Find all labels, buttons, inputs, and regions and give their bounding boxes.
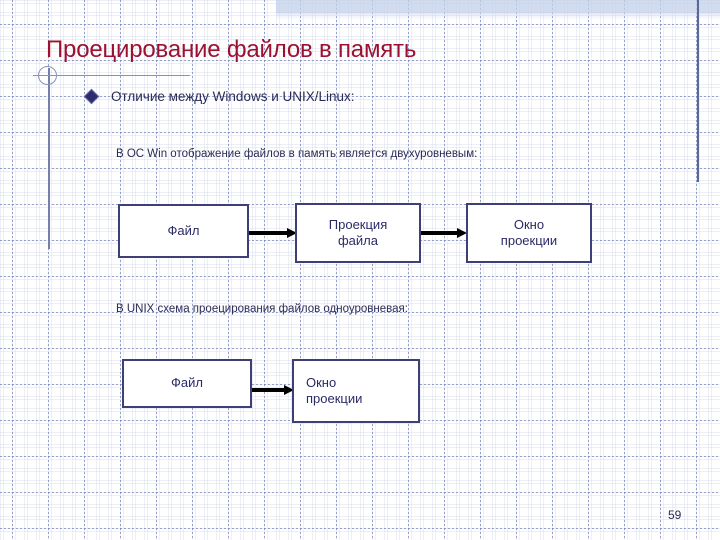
diagram2-box-projection-window: Окно проекции — [292, 359, 420, 423]
arrow-right-icon — [421, 228, 467, 238]
arrow-right-icon — [252, 385, 294, 395]
page-title: Проецирование файлов в память — [46, 36, 417, 63]
label-line-2: проекции — [500, 233, 558, 248]
section-heading-unix: В UNIX схема проецирования файлов одноур… — [116, 303, 408, 315]
grid-major-vline — [372, 0, 373, 540]
diagram1-box-file-label: Файл — [167, 222, 200, 238]
grid-major-vline — [228, 0, 229, 540]
grid-major-hline — [0, 492, 720, 493]
label-line-1: Окно — [513, 216, 545, 232]
right-accent-vline — [697, 0, 699, 182]
grid-major-vline — [192, 0, 193, 540]
diagram2-box-projection-window-label: Окно проекции — [306, 375, 362, 408]
diagram1-box-file: Файл — [118, 204, 249, 258]
grid-major-vline — [408, 0, 409, 540]
left-accent-vline — [48, 68, 50, 249]
grid-major-vline — [12, 0, 13, 540]
grid-major-vline — [48, 0, 49, 540]
diagram1-box-projection-window-label: Окно проекции — [501, 217, 557, 250]
label-line-2: файла — [337, 233, 378, 248]
grid-major-hline — [0, 132, 720, 133]
grid-major-vline — [552, 0, 553, 540]
diamond-bullet-icon — [83, 88, 100, 105]
grid-major-vline — [588, 0, 589, 540]
grid-major-hline — [0, 168, 720, 169]
header-accent-band-fade — [276, 12, 720, 20]
page-number: 59 — [668, 508, 682, 522]
grid-major-vline — [696, 0, 697, 540]
grid-major-vline — [660, 0, 661, 540]
label-line-2: проекции — [306, 391, 363, 406]
section-heading-windows: В ОС Win отображение файлов в память явл… — [116, 148, 478, 160]
grid-major-vline — [300, 0, 301, 540]
label-line-1: Окно — [306, 374, 337, 390]
diagram1-box-file-projection-label: Проекция файла — [329, 217, 387, 250]
arrow-shaft — [249, 231, 287, 235]
grid-major-hline — [0, 24, 720, 25]
diagram1-box-projection-window: Окно проекции — [466, 203, 592, 263]
grid-major-hline — [0, 456, 720, 457]
diagram1-box-file-projection: Проекция файла — [295, 203, 421, 263]
bullet-item-label: Отличие между Windows и UNIX/Linux: — [111, 89, 355, 104]
diagram2-box-file-label: Файл — [171, 375, 203, 391]
grid-major-vline — [480, 0, 481, 540]
grid-major-vline — [156, 0, 157, 540]
grid-major-hline — [0, 276, 720, 277]
grid-major-vline — [516, 0, 517, 540]
arrow-right-icon — [249, 228, 297, 238]
header-accent-band — [276, 0, 720, 13]
arrow-shaft — [252, 388, 284, 392]
grid-major-vline — [84, 0, 85, 540]
grid-major-vline — [336, 0, 337, 540]
grid-major-vline — [264, 0, 265, 540]
diagram2-box-file: Файл — [122, 359, 252, 408]
grid-major-vline — [120, 0, 121, 540]
grid-major-vline — [624, 0, 625, 540]
grid-major-vline — [444, 0, 445, 540]
title-underline — [33, 75, 190, 76]
grid-major-hline — [0, 348, 720, 349]
grid-major-hline — [0, 528, 720, 529]
bullet-item: Отличие между Windows и UNIX/Linux: — [83, 88, 355, 105]
label-line-1: Проекция — [328, 216, 388, 232]
arrow-shaft — [421, 231, 457, 235]
circle-marker-icon — [38, 66, 57, 85]
